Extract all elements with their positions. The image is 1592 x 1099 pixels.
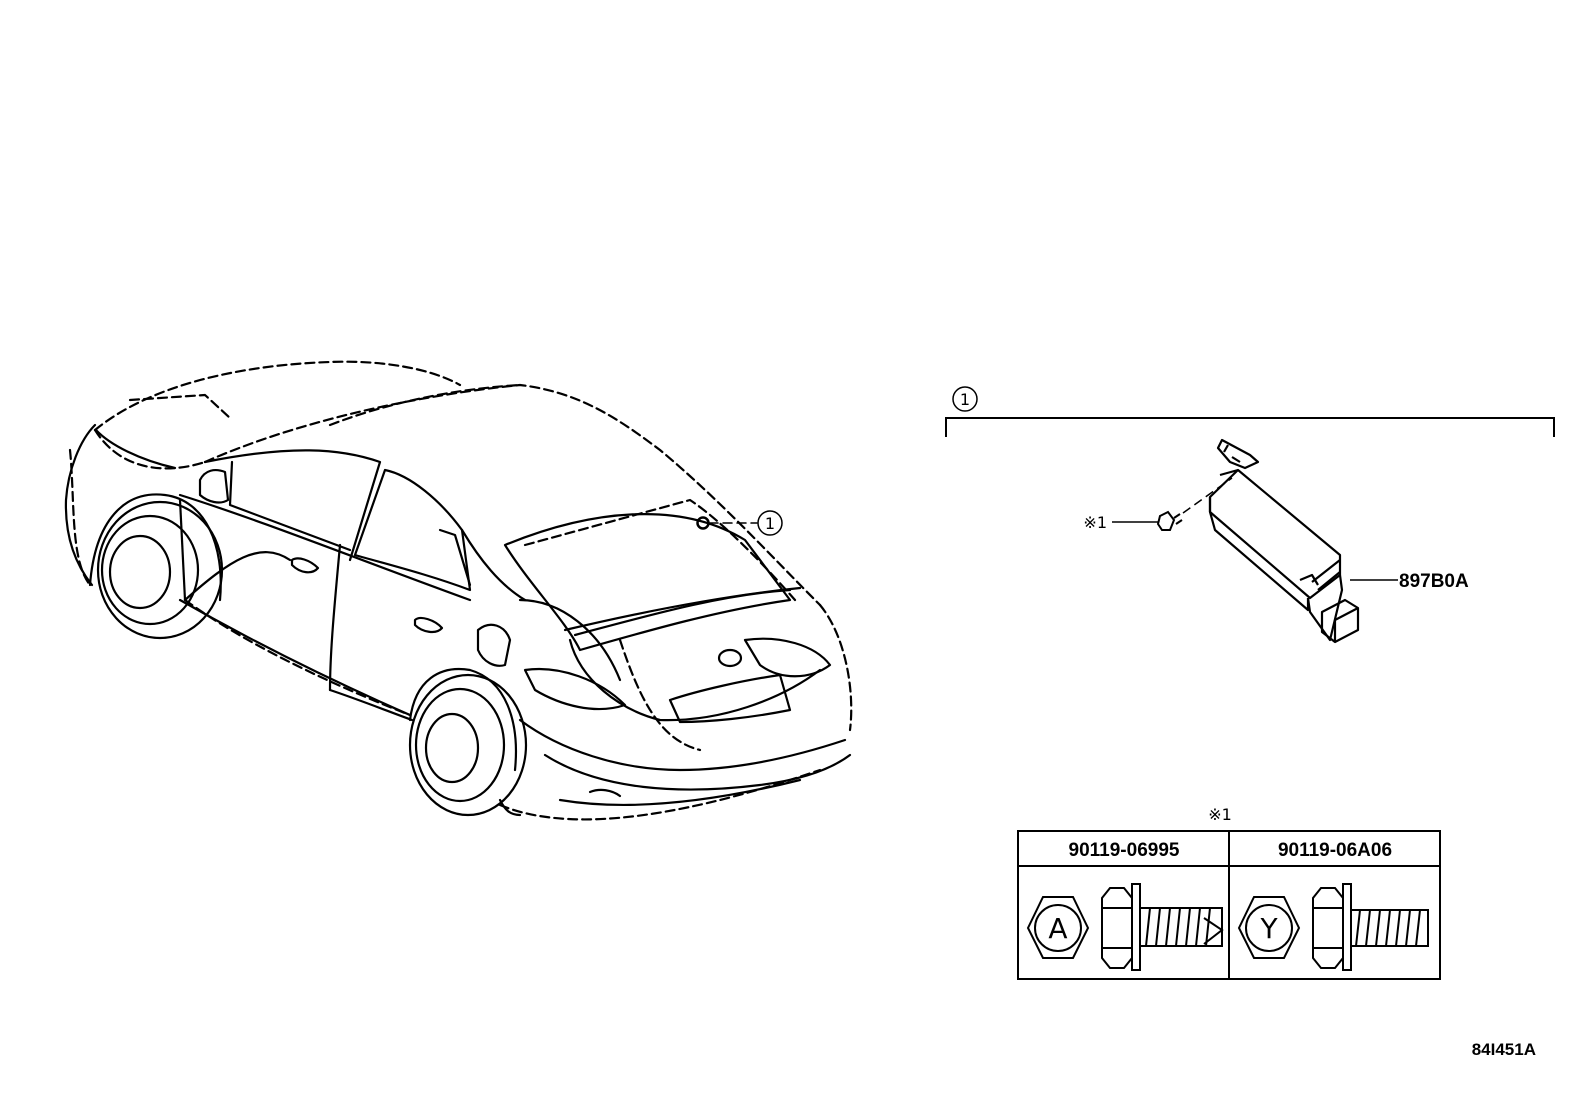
- bolt-icon: [1156, 510, 1183, 531]
- table-col-1-part-number: 90119-06995: [1069, 840, 1180, 861]
- fastener-table: 90119-06995 90119-06A06 A Y: [1017, 830, 1441, 980]
- module-unit-icon: [1208, 438, 1360, 644]
- table-col-2-part-number: 90119-06A06: [1278, 840, 1392, 861]
- fastener-ref-label: ※1: [1083, 513, 1107, 532]
- vehicle-illustration: [64, 360, 853, 821]
- figure-code: 84I451A: [1472, 1040, 1536, 1059]
- flange-bolt-side-icon: [1312, 883, 1429, 971]
- assembly-bracket: 1: [945, 386, 1555, 437]
- bolt-head-mark-y-icon: Y: [1237, 896, 1301, 959]
- module-part-number: 897B0A: [1399, 571, 1469, 592]
- table-header-ref: ※1: [1208, 805, 1232, 824]
- flange-bolt-side-icon: [1101, 883, 1224, 971]
- vehicle-phantom-outline: [68, 360, 853, 821]
- svg-text:A: A: [1048, 912, 1067, 945]
- svg-text:Y: Y: [1259, 912, 1278, 945]
- svg-text:1: 1: [765, 514, 775, 533]
- vehicle-callout: 1: [757, 510, 783, 536]
- svg-text:1: 1: [960, 390, 970, 409]
- vehicle-body-lines: [64, 423, 852, 817]
- bolt-head-mark-a-icon: A: [1026, 896, 1090, 959]
